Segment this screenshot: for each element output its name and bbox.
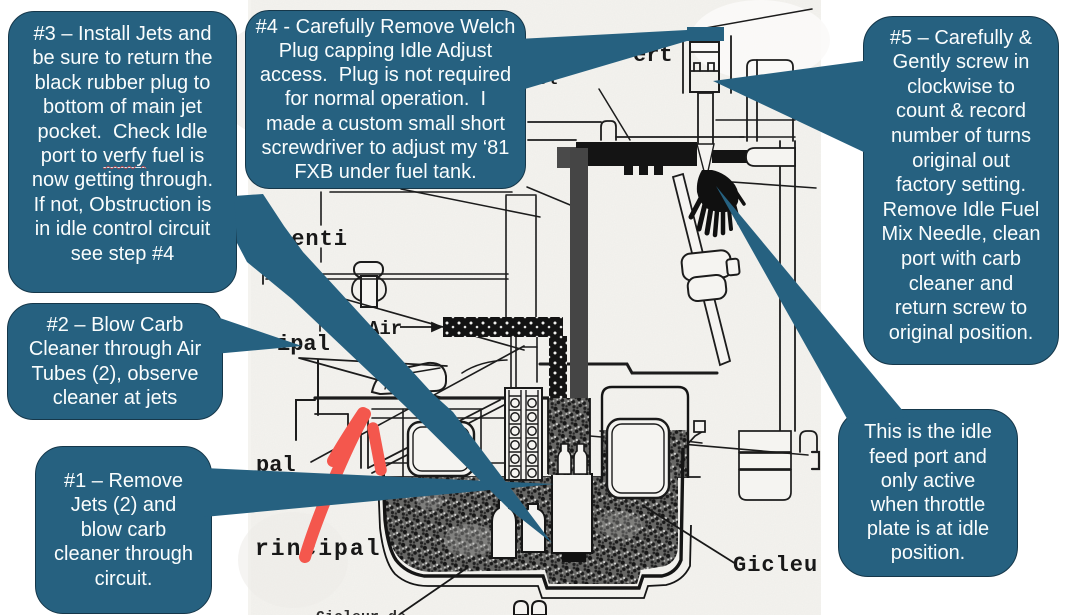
svg-text:ipal: ipal: [277, 332, 330, 357]
svg-text:el: el: [537, 71, 557, 90]
svg-text:pal: pal: [256, 453, 296, 478]
svg-text:Gicleu: Gicleu: [733, 553, 818, 578]
svg-text:lenti: lenti: [277, 227, 348, 252]
svg-text:Gicleur de: Gicleur de: [316, 609, 406, 615]
svg-text:Air: Air: [368, 318, 402, 340]
svg-text:ert: ert: [633, 43, 673, 68]
svg-text:rincipal: rincipal: [255, 536, 381, 562]
